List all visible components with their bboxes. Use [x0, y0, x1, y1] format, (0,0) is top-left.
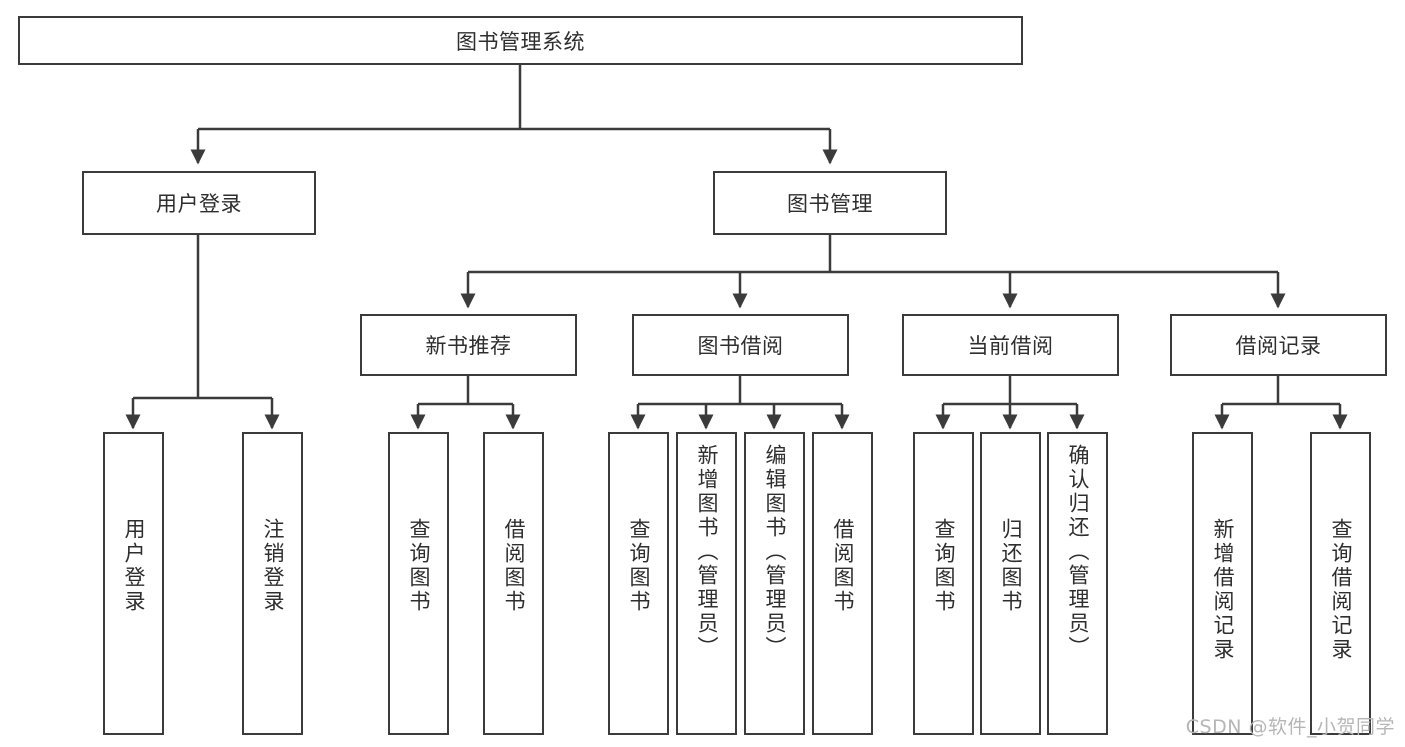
leaf-book-borrow-borrow[interactable]: 借阅图书: [812, 432, 873, 735]
node-label: 查询借阅记录: [1329, 518, 1353, 662]
leaf-book-borrow-query[interactable]: 查询图书: [608, 432, 669, 735]
leaf-current-borrow-query[interactable]: 查询图书: [913, 432, 974, 735]
leaf-book-borrow-add[interactable]: 新增图书（管理员）: [676, 432, 737, 735]
node-label: 借阅图书: [831, 518, 855, 614]
node-label: 新增图书（管理员）: [695, 444, 719, 660]
node-label: 查询图书: [627, 518, 651, 614]
node-label: 用户登录: [156, 192, 242, 216]
node-label: 编辑图书（管理员）: [763, 444, 787, 660]
leaf-current-borrow-confirm-return[interactable]: 确认归还（管理员）: [1047, 432, 1108, 735]
node-label: 查询图书: [407, 518, 431, 614]
node-new-book-recommend[interactable]: 新书推荐: [360, 314, 577, 376]
node-book-management[interactable]: 图书管理: [713, 171, 947, 235]
leaf-current-borrow-return[interactable]: 归还图书: [980, 432, 1041, 735]
leaf-new-book-query[interactable]: 查询图书: [388, 432, 449, 735]
leaf-user-login-logout[interactable]: 注销登录: [242, 432, 303, 735]
node-label: 新书推荐: [425, 334, 512, 358]
leaf-borrow-record-query[interactable]: 查询借阅记录: [1310, 432, 1371, 735]
node-label: 注销登录: [261, 518, 285, 614]
node-label: 借阅图书: [502, 518, 526, 614]
node-label: 归还图书: [999, 518, 1023, 614]
node-label: 图书管理: [787, 192, 873, 216]
watermark: CSDN @软件_小贺同学: [1185, 716, 1395, 738]
leaf-book-borrow-edit[interactable]: 编辑图书（管理员）: [744, 432, 805, 735]
node-label: 图书管理系统: [456, 29, 585, 54]
leaf-new-book-borrow[interactable]: 借阅图书: [483, 432, 544, 735]
node-label: 借阅记录: [1235, 334, 1322, 358]
node-book-borrow[interactable]: 图书借阅: [632, 314, 849, 376]
node-label: 用户登录: [122, 518, 146, 614]
leaf-borrow-record-add[interactable]: 新增借阅记录: [1192, 432, 1253, 735]
leaf-user-login-login[interactable]: 用户登录: [103, 432, 164, 735]
node-label: 新增借阅记录: [1211, 518, 1235, 662]
node-root-system[interactable]: 图书管理系统: [18, 16, 1023, 65]
node-borrow-record[interactable]: 借阅记录: [1170, 314, 1387, 376]
node-label: 确认归还（管理员）: [1066, 444, 1090, 660]
node-label: 图书借阅: [697, 334, 784, 358]
node-label: 查询图书: [932, 518, 956, 614]
node-user-login[interactable]: 用户登录: [82, 171, 316, 235]
node-current-borrow[interactable]: 当前借阅: [902, 314, 1119, 376]
node-label: 当前借阅: [967, 334, 1054, 358]
